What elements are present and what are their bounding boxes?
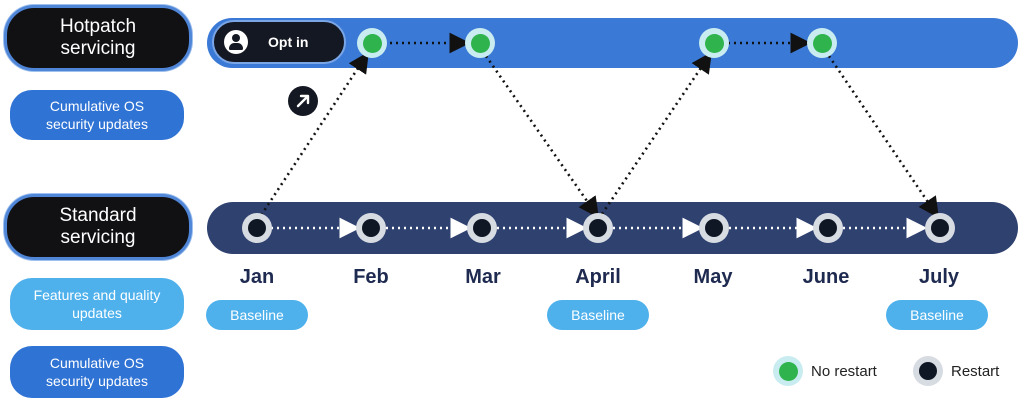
legend-restart-text: Restart <box>951 362 1000 380</box>
legend-no-restart-text: No restart <box>811 362 877 380</box>
month-label-may: May <box>693 266 733 288</box>
standard-title-text: Standard servicing <box>59 205 137 248</box>
month-label-feb: Feb <box>353 266 389 288</box>
standard-node-may <box>699 213 729 243</box>
opt-in-label: Opt in <box>268 34 309 50</box>
month-label-july: July <box>918 266 960 288</box>
hotpatch-node-may <box>699 28 729 58</box>
standard-node-feb <box>356 213 386 243</box>
standard-node-april <box>583 213 613 243</box>
connector-june-july <box>827 55 939 219</box>
legend-no-restart: No restart <box>773 356 877 386</box>
features-quality-text: Features and quality updates <box>33 287 161 321</box>
standard-node-june <box>813 213 843 243</box>
hotpatch-servicing-label: Hotpatch servicing <box>4 5 192 71</box>
restart-icon <box>913 356 943 386</box>
user-icon <box>224 30 248 54</box>
baseline-badge-jan: Baseline <box>206 300 308 330</box>
hotpatch-node-mar <box>465 28 495 58</box>
standard-cumulative-label: Cumulative OS security updates <box>10 346 184 398</box>
hotpatch-title-text: Hotpatch servicing <box>59 16 137 59</box>
connector-mar-april <box>484 55 599 219</box>
standard-node-mar <box>467 213 497 243</box>
month-label-april: April <box>575 266 621 288</box>
hotpatch-node-june <box>807 28 837 58</box>
standard-node-july <box>925 213 955 243</box>
no-restart-icon <box>773 356 803 386</box>
features-quality-label: Features and quality updates <box>10 278 184 330</box>
opt-in-button[interactable]: Opt in <box>212 20 346 64</box>
baseline-badge-april: Baseline <box>547 300 649 330</box>
baseline-badge-july: Baseline <box>886 300 988 330</box>
connector-jan-feb <box>256 51 369 221</box>
month-label-mar: Mar <box>465 266 501 288</box>
hotpatch-node-feb <box>357 28 387 58</box>
arrow-up-right-icon <box>288 86 318 116</box>
hotpatch-sub-label: Cumulative OS security updates <box>10 90 184 140</box>
standard-servicing-label: Standard servicing <box>4 194 192 260</box>
month-label-june: June <box>802 266 850 288</box>
hotpatch-sub-text: Cumulative OS security updates <box>46 98 148 132</box>
legend-restart: Restart <box>913 356 999 386</box>
standard-node-jan <box>242 213 272 243</box>
month-label-jan: Jan <box>239 266 275 288</box>
standard-cumulative-text: Cumulative OS security updates <box>46 355 148 389</box>
connector-april-may <box>600 51 712 215</box>
